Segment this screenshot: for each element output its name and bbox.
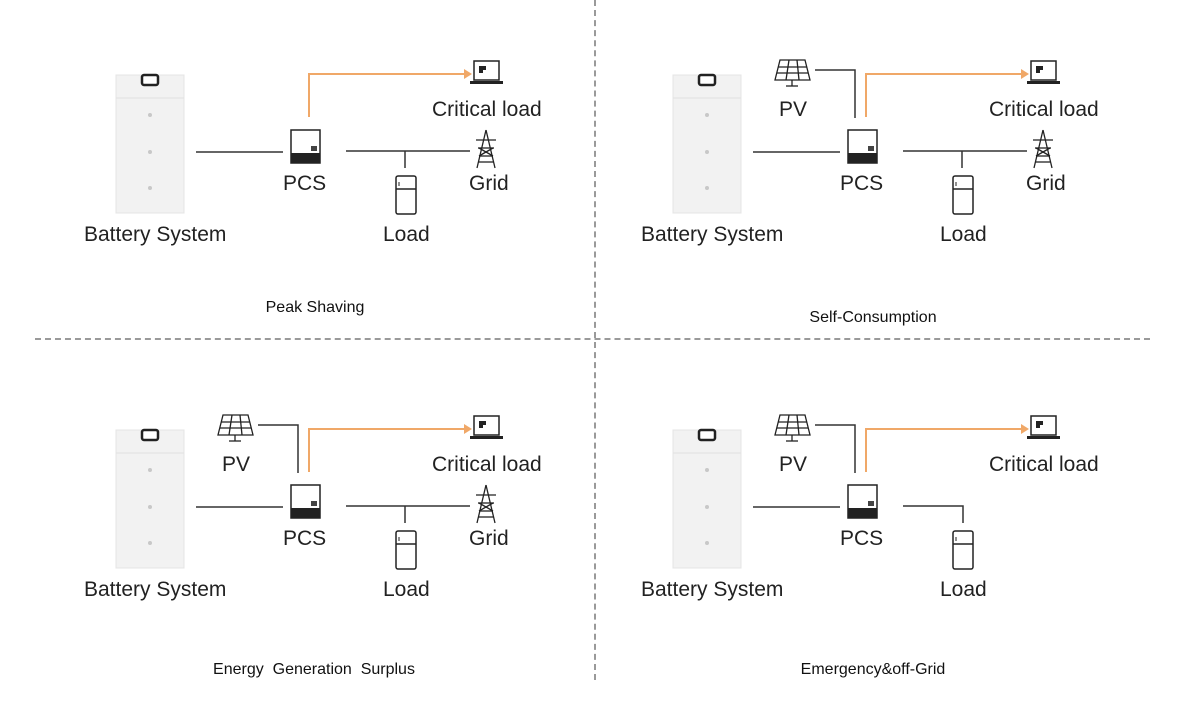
diagram-peak-shaving xyxy=(115,60,503,215)
load-label: Load xyxy=(940,578,987,601)
inverter-icon xyxy=(290,484,321,519)
grid-label: Grid xyxy=(469,527,509,550)
inverter-icon xyxy=(847,129,878,164)
critical-load-label: Critical load xyxy=(989,98,1099,121)
inverter-icon xyxy=(847,484,878,519)
refrigerator-icon xyxy=(952,175,974,215)
flow-arrow xyxy=(865,428,1021,472)
mode-title: Self-Consumption xyxy=(809,309,937,326)
diagram-self-consumption xyxy=(672,59,1060,215)
pcs-label: PCS xyxy=(840,172,884,195)
laptop-icon xyxy=(1027,60,1060,84)
refrigerator-icon xyxy=(395,175,417,215)
critical-load-label: Critical load xyxy=(432,453,542,476)
transmission-tower-icon xyxy=(476,484,496,524)
laptop-icon xyxy=(1027,415,1060,439)
quadrant-emergency-off-grid: PV Critical load PCS Load Battery System… xyxy=(557,355,1157,715)
critical-load-label: Critical load xyxy=(432,98,542,121)
battery-cabinet-icon xyxy=(115,73,185,214)
mode-title: Energy Generation Surplus xyxy=(213,661,415,678)
flow-arrow xyxy=(865,73,1021,117)
load-label: Load xyxy=(383,223,430,246)
pcs-load-line xyxy=(903,505,964,523)
grid-label: Grid xyxy=(1026,172,1066,195)
solar-panel-icon xyxy=(774,414,811,442)
pv-label: PV xyxy=(779,453,808,476)
pcs-label: PCS xyxy=(283,172,327,195)
pv-line xyxy=(815,69,856,118)
pv-label: PV xyxy=(779,98,808,121)
battery-cabinet-icon xyxy=(672,428,742,569)
pv-label: PV xyxy=(222,453,251,476)
quadrant-self-consumption: PV Critical load PCS Grid Load Battery S… xyxy=(557,0,1157,360)
quadrant-energy-generation-surplus: PV Critical load PCS Grid Load Battery S… xyxy=(0,355,600,715)
critical-load-label: Critical load xyxy=(989,453,1099,476)
diagram-energy-generation-surplus xyxy=(115,414,503,570)
transmission-tower-icon xyxy=(476,129,496,169)
refrigerator-icon xyxy=(395,530,417,570)
transmission-tower-icon xyxy=(1033,129,1053,169)
quadrant-peak-shaving: Critical load PCS Grid Load Battery Syst… xyxy=(0,0,600,360)
battery-system-label: Battery System xyxy=(84,578,227,601)
load-label: Load xyxy=(940,223,987,246)
inverter-icon xyxy=(290,129,321,164)
refrigerator-icon xyxy=(952,530,974,570)
vertical-divider xyxy=(594,0,596,680)
horizontal-divider xyxy=(35,338,1150,340)
battery-system-label: Battery System xyxy=(641,578,784,601)
battery-system-label: Battery System xyxy=(84,223,227,246)
mode-title: Emergency&off-Grid xyxy=(800,661,946,678)
grid-label: Grid xyxy=(469,172,509,195)
load-label: Load xyxy=(383,578,430,601)
battery-cabinet-icon xyxy=(115,428,185,569)
laptop-icon xyxy=(470,60,503,84)
pcs-label: PCS xyxy=(283,527,327,550)
mode-title: Peak Shaving xyxy=(265,299,365,316)
battery-cabinet-icon xyxy=(672,73,742,214)
flow-arrow xyxy=(308,428,464,472)
pcs-label: PCS xyxy=(840,527,884,550)
laptop-icon xyxy=(470,415,503,439)
diagram-emergency-off-grid xyxy=(672,414,1060,570)
flow-arrow xyxy=(308,73,464,117)
battery-system-label: Battery System xyxy=(641,223,784,246)
solar-panel-icon xyxy=(217,414,254,442)
solar-panel-icon xyxy=(774,59,811,87)
